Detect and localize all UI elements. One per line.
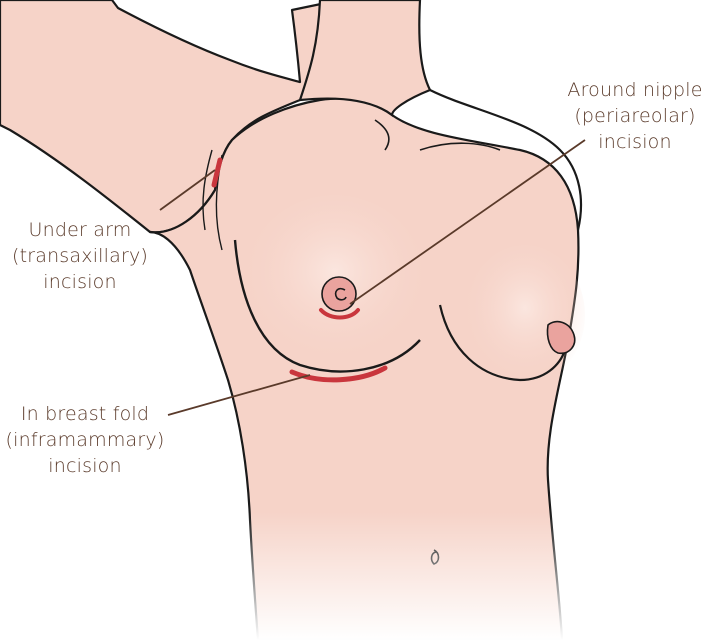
label-underarm: Under arm (transaxillary) incision [0, 217, 160, 295]
label-underarm-line1: Under arm [0, 217, 160, 243]
label-fold-line3: incision [0, 453, 170, 479]
label-fold-line2: (inframammary) [0, 427, 170, 453]
label-underarm-line2: (transaxillary) [0, 243, 160, 269]
label-fold-line1: In breast fold [0, 401, 170, 427]
label-nipple: Around nipple (periareolar) incision [555, 77, 713, 155]
label-fold: In breast fold (inframammary) incision [0, 401, 170, 479]
label-underarm-line3: incision [0, 269, 160, 295]
label-nipple-line2: (periareolar) [555, 103, 713, 129]
label-nipple-line3: incision [555, 129, 713, 155]
label-nipple-line1: Around nipple [555, 77, 713, 103]
